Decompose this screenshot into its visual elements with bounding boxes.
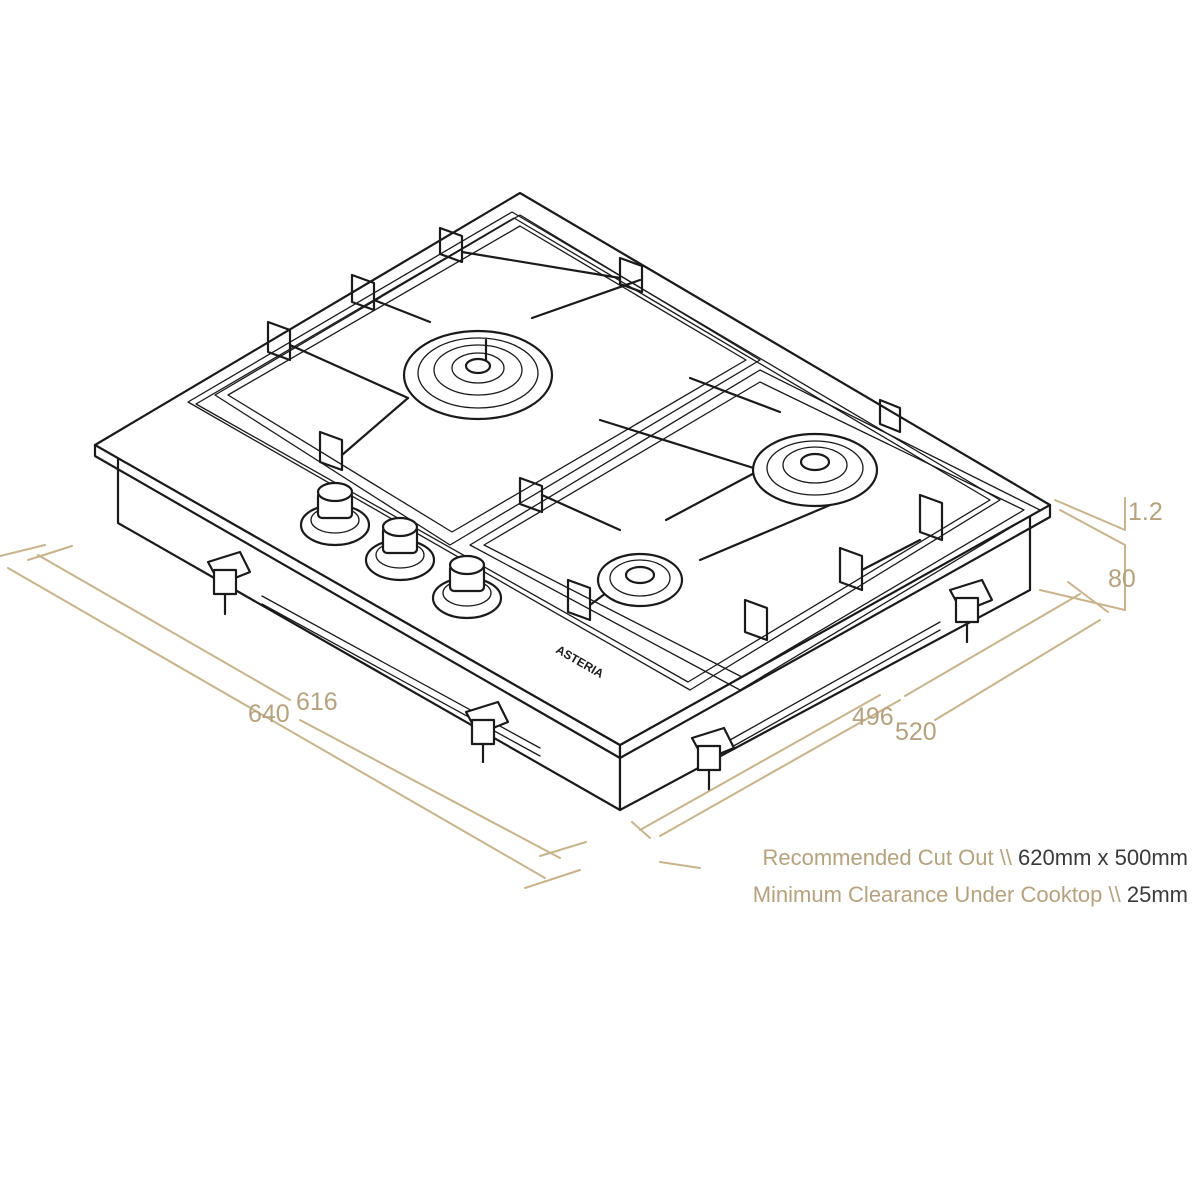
spec-recommended-cutout: Recommended Cut Out \\ 620mm x 500mm <box>762 845 1188 871</box>
inner-plate-inset <box>195 217 991 683</box>
burner-wok <box>402 329 554 421</box>
dimension-lines <box>0 497 1126 889</box>
spec-value: 620mm x 500mm <box>1018 845 1188 870</box>
control-knob-3 <box>431 554 503 620</box>
trivet-right-frame-inner <box>483 381 1025 678</box>
mounting-clamp-side-back <box>948 578 994 644</box>
burner-small <box>596 552 684 608</box>
dim-overall-depth: 520 <box>895 718 937 746</box>
trivet-right-frame <box>469 369 1041 691</box>
mounting-clamp-left <box>206 550 252 616</box>
control-knob-2 <box>364 516 436 582</box>
dim-cutout-width: 616 <box>296 688 338 716</box>
spec-label: Recommended Cut Out \\ <box>762 845 1012 870</box>
trivet-left-frame <box>214 214 761 546</box>
control-knob-1 <box>299 481 371 547</box>
mounting-clamp-front <box>464 700 510 764</box>
dim-height: 80 <box>1108 565 1136 593</box>
side-vent <box>729 621 941 749</box>
spec-value: 25mm <box>1126 882 1188 907</box>
dim-overall-width: 640 <box>248 700 290 728</box>
dim-cutout-depth: 496 <box>852 703 894 731</box>
trivet-left-frame-inner <box>227 225 747 533</box>
inner-plate <box>187 211 1001 691</box>
burner-medium <box>751 432 879 508</box>
dim-glass-thickness: 1.2 <box>1128 498 1163 526</box>
mounting-clamp-side-front <box>690 726 736 792</box>
glass-edge <box>93 443 1052 760</box>
spec-minimum-clearance: Minimum Clearance Under Cooktop \\ 25mm <box>753 882 1188 908</box>
spec-label: Minimum Clearance Under Cooktop \\ <box>752 882 1121 907</box>
